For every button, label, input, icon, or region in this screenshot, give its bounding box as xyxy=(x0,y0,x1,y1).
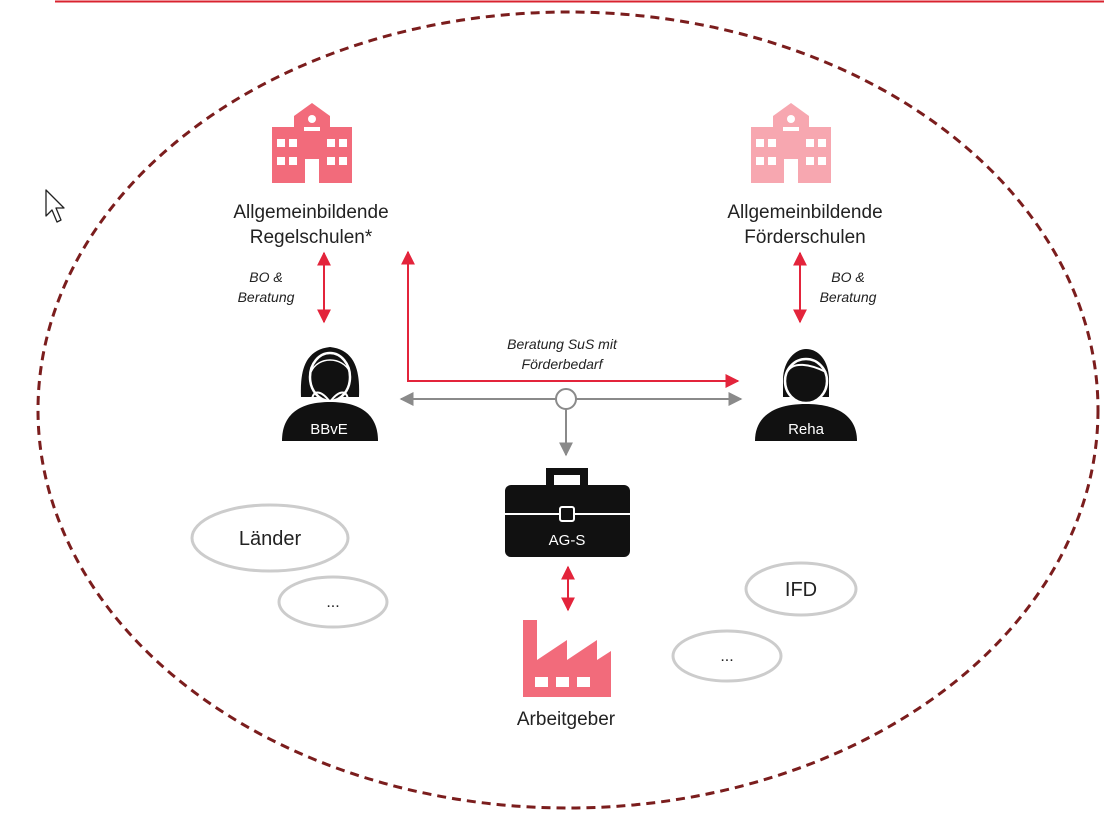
center-relation-label-line2: Förderbedarf xyxy=(522,356,605,372)
regular-school-label-line1: Allgemeinbildende xyxy=(233,202,388,223)
more-left-bubble xyxy=(277,575,389,629)
ifd-bubble-label: IFD xyxy=(785,579,817,601)
factory-icon xyxy=(523,620,611,697)
special-school-label-line2: Förderschulen xyxy=(744,227,865,248)
bbve-label: BBvE xyxy=(310,421,348,438)
center-relation-arrow xyxy=(401,250,740,388)
right-relation-label-line1: BO & xyxy=(831,269,864,285)
ifd-bubble xyxy=(744,561,858,617)
school-icon-regular xyxy=(272,103,352,183)
more-right-bubble xyxy=(671,629,783,683)
right-relation-label-line2: Beratung xyxy=(820,289,877,305)
network-boundary xyxy=(36,10,1100,810)
more-left-bubble-label: ... xyxy=(326,594,339,611)
mouse-cursor-icon xyxy=(45,189,65,223)
center-relation-label-line1: Beratung SuS mit xyxy=(507,336,618,352)
woman-avatar-icon xyxy=(282,347,378,441)
left-relation-label-line2: Beratung xyxy=(238,289,295,305)
laender-bubble xyxy=(190,503,350,573)
left-relation-label-line1: BO & xyxy=(249,269,282,285)
employer-label: Arbeitgeber xyxy=(517,709,616,730)
man-avatar-icon xyxy=(755,349,857,441)
more-right-bubble-label: ... xyxy=(720,648,733,665)
school-icon-special xyxy=(751,103,831,183)
service-label: AG-S xyxy=(549,532,586,549)
connector-node xyxy=(555,388,577,410)
briefcase-icon xyxy=(505,468,630,557)
regular-school-label-line2: Regelschulen* xyxy=(250,227,373,248)
laender-bubble-label: Länder xyxy=(239,528,302,550)
special-school-label-line1: Allgemeinbildende xyxy=(727,202,882,223)
reha-label: Reha xyxy=(788,421,825,438)
